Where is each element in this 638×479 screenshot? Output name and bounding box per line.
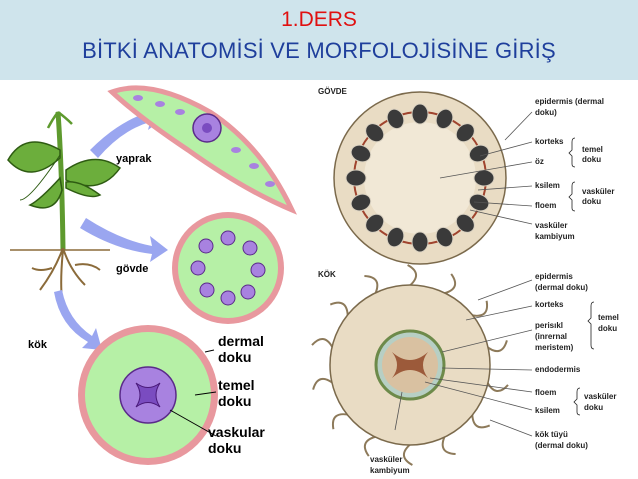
root-label-kok-tuyu: kök tüyü: [535, 430, 568, 439]
leaf-cross-section: [112, 88, 292, 210]
stem-label-vaskuler-2: doku: [582, 197, 601, 206]
root-label-korteks: korteks: [535, 300, 564, 309]
label-dermal: dermal: [218, 333, 264, 349]
stem-heading: GÖVDE: [318, 87, 348, 96]
label-temel: temel: [218, 377, 255, 393]
root-label-kambiyum: vasküler: [370, 455, 402, 464]
label-yaprak: yaprak: [116, 153, 152, 165]
root-icon: [32, 248, 100, 300]
arrow-to-stem-icon: [80, 218, 168, 262]
label-temel-doku: doku: [218, 393, 251, 409]
stem-label-epidermis: epidermis (dermal: [535, 97, 604, 106]
root-label-floem: floem: [535, 388, 556, 397]
stem-label-korteks: korteks: [535, 137, 564, 146]
stem-label-kambiyum-2: kambiyum: [535, 232, 575, 241]
root-label-vaskuler-2: doku: [584, 403, 603, 412]
root-label-perisikl: perisıkl: [535, 321, 563, 330]
diagram-canvas: yaprak gövde kök dermal doku temel doku …: [0, 80, 638, 479]
root-heading: KÖK: [318, 270, 336, 279]
root-label-endodermis: endodermis: [535, 365, 581, 374]
root-label-perisikl-3: meristem): [535, 343, 574, 352]
stem-label-oz: öz: [535, 157, 544, 166]
root-label-epidermis-2: (dermal doku): [535, 283, 588, 292]
label-vaskular: vaskular: [208, 424, 265, 440]
label-vaskular-doku: doku: [208, 440, 241, 456]
stem-label-epidermis-2: doku): [535, 108, 557, 117]
leaf-icon: [8, 142, 60, 172]
stem-label-ksilem: ksilem: [535, 181, 560, 190]
root-label-vaskuler: vasküler: [584, 392, 616, 401]
root-label-kambiyum-2: kambiyum: [370, 466, 410, 475]
stem-label-temel: temel: [582, 145, 603, 154]
title-banner: 1.DERS BİTKİ ANATOMİSİ VE MORFOLOJİSİNE …: [0, 0, 638, 80]
vascular-bundle: [474, 170, 494, 186]
lesson-number: 1.DERS: [0, 8, 638, 32]
stem-label-floem: floem: [535, 201, 556, 210]
stem-label-vaskuler: vasküler: [582, 187, 614, 196]
arrow-to-root-icon: [54, 290, 102, 350]
organ-arrows: [54, 104, 168, 350]
stem-label-kambiyum: vasküler: [535, 221, 567, 230]
label-dermal-doku: doku: [218, 349, 251, 365]
root-label-perisikl-2: (inrernal: [535, 332, 567, 341]
vascular-bundle: [412, 104, 428, 124]
root-label-kok-tuyu-2: (dermal doku): [535, 441, 588, 450]
stem-cross-section: [172, 212, 284, 324]
label-govde: gövde: [116, 263, 148, 275]
root-label-temel: temel: [598, 313, 619, 322]
root-label-epidermis: epidermis: [535, 272, 573, 281]
label-kok: kök: [28, 339, 48, 351]
stem-micrograph: [334, 92, 506, 264]
root-label-temel-2: doku: [598, 324, 617, 333]
vascular-bundle: [412, 232, 428, 252]
lesson-title: BİTKİ ANATOMİSİ VE MORFOLOJİSİNE GİRİŞ: [0, 38, 638, 64]
stem-label-temel-2: doku: [582, 155, 601, 164]
vascular-bundle: [346, 170, 366, 186]
root-label-ksilem: ksilem: [535, 406, 560, 415]
